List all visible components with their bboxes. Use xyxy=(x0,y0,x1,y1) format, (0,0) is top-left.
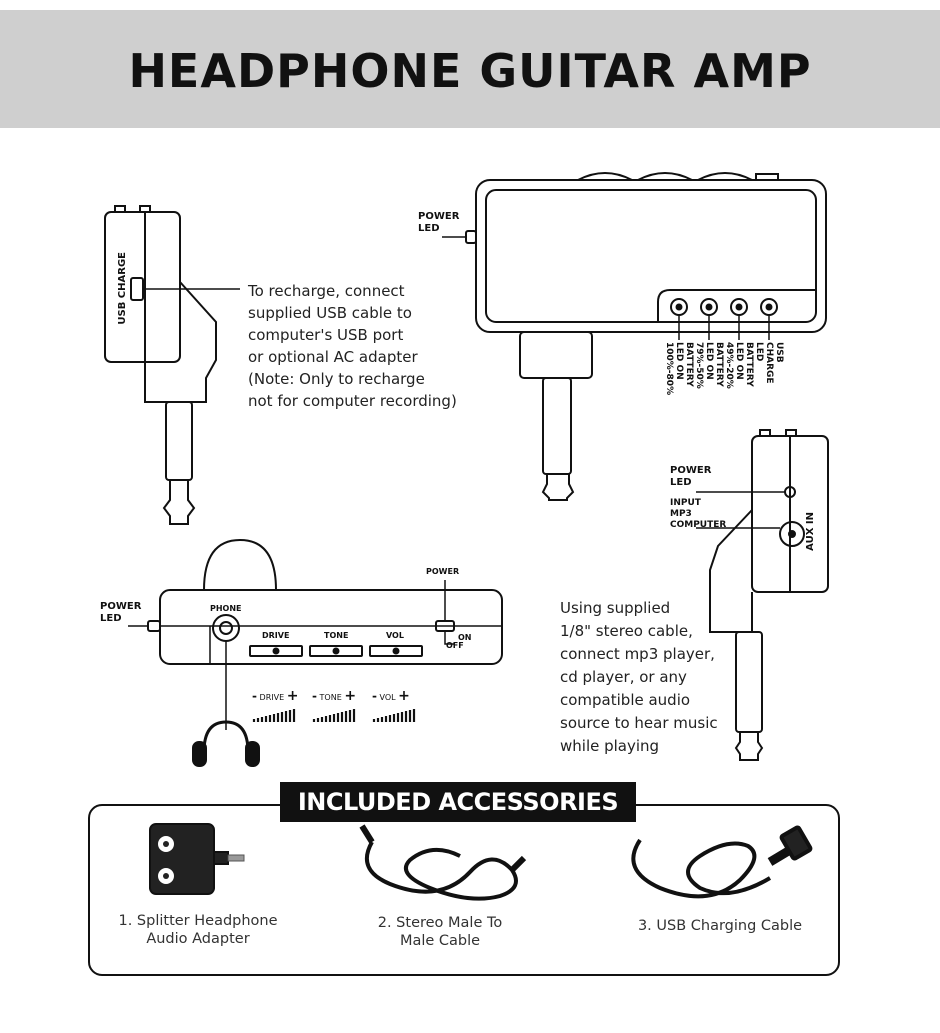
accessory-caption-stereo-cable: 2. Stereo Male To Male Cable xyxy=(377,915,503,949)
phone-jack-label: PHONE xyxy=(210,604,242,613)
stereo-cable-icon xyxy=(359,824,527,901)
aux-in-label: AUX IN xyxy=(805,512,816,551)
front-view xyxy=(442,172,827,501)
page-title: HEADPHONE GUITAR AMP xyxy=(128,44,812,98)
tone-knob-label: TONE xyxy=(324,631,349,640)
vol-knob-label: VOL xyxy=(386,631,404,640)
accessories-title: INCLUDED ACCESSORIES xyxy=(280,782,636,822)
usb-charge-label: USB CHARGE xyxy=(117,252,128,325)
front-power-led-label: POWER LED xyxy=(418,211,460,234)
aux-power-led-label: POWER LED xyxy=(670,465,712,488)
vol-scale: - VOL + xyxy=(372,688,410,704)
top-power-led-label: POWER LED xyxy=(100,601,142,624)
usb-side-view xyxy=(104,205,240,525)
headphones-icon xyxy=(192,720,260,767)
power-switch-label: POWER xyxy=(426,567,460,576)
switch-off-label: OFF xyxy=(446,641,464,650)
tone-scale: - TONE + xyxy=(312,688,357,704)
switch-on-label: ON xyxy=(458,633,472,642)
drive-knob-label: DRIVE xyxy=(262,631,290,640)
splitter-adapter-icon xyxy=(149,823,245,895)
header-banner: HEADPHONE GUITAR AMP xyxy=(0,10,940,128)
accessory-caption-usb-cable: 3. USB Charging Cable xyxy=(637,918,803,934)
top-view xyxy=(128,538,503,767)
usb-cable-icon xyxy=(631,825,813,899)
accessory-caption-splitter: 1. Splitter Headphone Audio Adapter xyxy=(118,913,278,947)
usb-port-icon xyxy=(130,277,144,301)
accessories-box xyxy=(88,804,840,976)
drive-scale: - DRIVE + xyxy=(252,688,299,704)
aux-side-view xyxy=(696,429,829,761)
aux-input-label: INPUT MP3 COMPUTER xyxy=(670,498,727,530)
